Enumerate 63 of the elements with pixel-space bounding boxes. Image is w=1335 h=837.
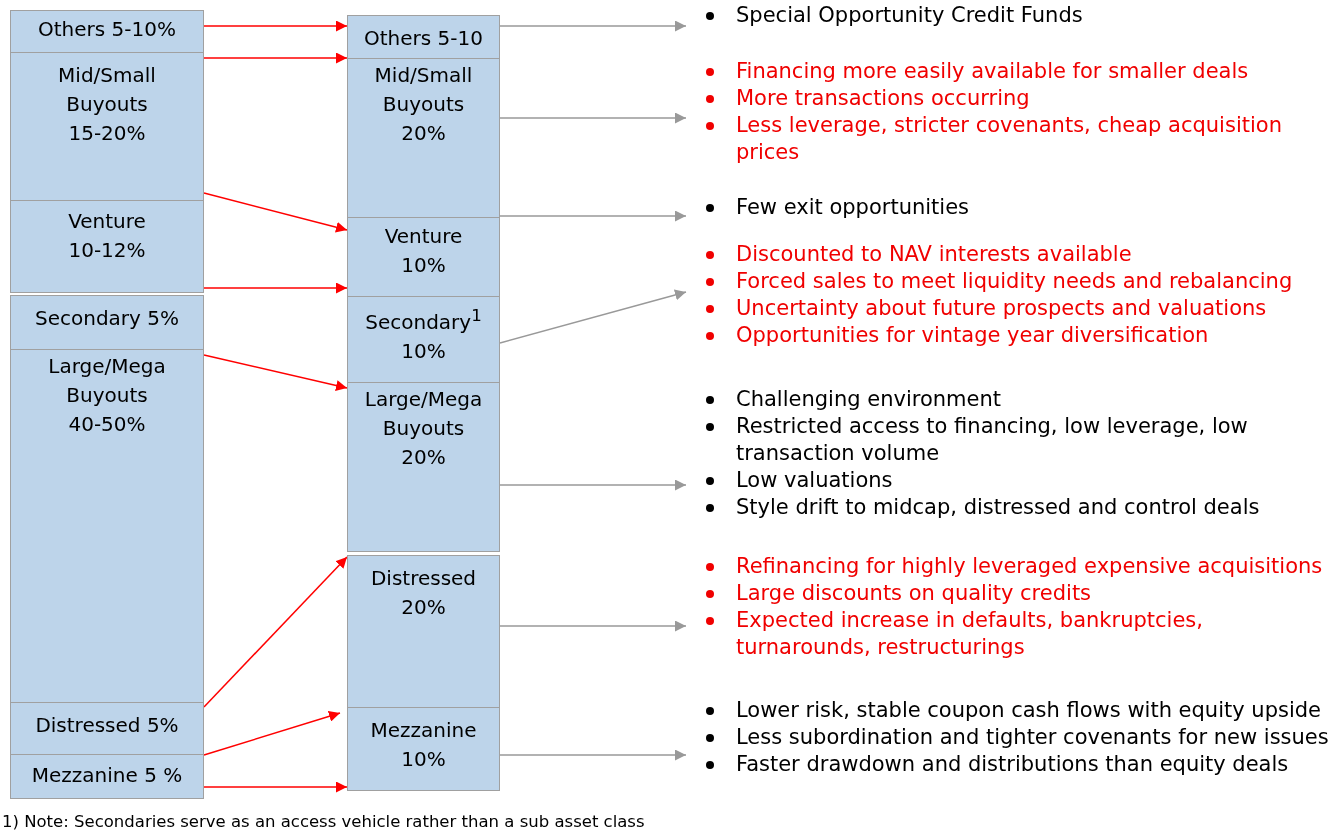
allocation-label: Mezzanine 5 % [30,762,184,789]
allocation-label: Mid/Small Buyouts 20% [373,62,474,147]
bullet-text: Restricted access to financing, low leverage, low transaction volume [736,414,1248,465]
allocation-label: Others 5-10 [363,25,484,52]
bullet-text: Discounted to NAV interests available [736,242,1132,266]
allocation-label: Large/Mega Buyouts 20% [363,386,484,471]
bullet-text: Special Opportunity Credit Funds [736,3,1083,27]
arrow [499,749,687,761]
allocation-label: Others 5-10% [37,16,177,43]
allocation-label: Distressed 5% [34,712,180,739]
arrow [203,556,348,708]
allocation-box [10,10,204,53]
arrow [203,20,348,32]
bullet-text: Faster drawdown and distributions than equity deals [736,752,1289,776]
allocation-label: Distressed 20% [369,565,478,621]
arrow [203,282,348,294]
allocation-box [10,295,204,350]
allocation-label: Secondary$^{1}$ 10% [364,305,483,365]
bullet-text: Lower risk, stable coupon cash flows with equity upside [736,698,1321,722]
arrow [499,620,687,632]
bullet-text: Low valuations [736,468,893,492]
arrow [203,52,348,64]
arrow [499,479,687,491]
bullet-text: Forced sales to meet liquidity needs and rebalancing [736,269,1293,293]
arrow [203,354,348,391]
allocation-label: Mid/Small Buyouts 15-20% [57,62,157,147]
bullet-text: Challenging environment [736,387,1001,411]
bullet-text: Less leverage, stricter covenants, cheap acquisition prices [736,113,1282,164]
bullet-text: Expected increase in defaults, bankruptcies, turnarounds, restructurings [736,608,1203,659]
allocation-box [10,200,204,293]
arrow [499,210,687,222]
allocation-box [10,52,204,201]
arrow [499,289,687,344]
arrow [499,20,687,32]
bullet-text: Style drift to midcap, distressed and control deals [736,495,1260,519]
arrow [203,192,348,233]
allocation-box [347,707,500,791]
allocation-label: Mezzanine 10% [369,717,478,773]
arrow [203,711,341,756]
bullet-text: Large discounts on quality credits [736,581,1092,605]
allocation-label: Large/Mega Buyouts 40-50% [47,353,167,438]
bullet-text: Opportunities for vintage year diversification [736,323,1209,347]
bullet-text: Financing more easily available for smaller deals [736,59,1249,83]
footnote: 1) Note: Secondaries serve as an access vehicle rather than a sub asset class [2,812,645,831]
allocation-box [10,702,204,755]
allocation-label: Venture 10% [383,223,464,279]
allocation-box [347,296,500,383]
allocation-box [10,754,204,799]
bullet-text: Uncertainty about future prospects and valuations [736,296,1267,320]
arrow [203,781,348,793]
allocation-box [347,58,500,218]
bullet-text: Few exit opportunities [736,195,970,219]
allocation-box [10,349,204,703]
allocation-box [347,382,500,552]
allocation-box [347,217,500,297]
arrow [499,112,687,124]
bullet-text: Refinancing for highly leveraged expensive acquisitions [736,554,1323,578]
bullet-text: More transactions occurring [736,86,1030,110]
allocation-box [347,555,500,708]
bullet-text: Less subordination and tighter covenants for new issues [736,725,1329,749]
allocation-label: Venture 10-12% [67,208,147,264]
allocation-label: Secondary 5% [34,305,180,332]
allocation-box [347,15,500,59]
